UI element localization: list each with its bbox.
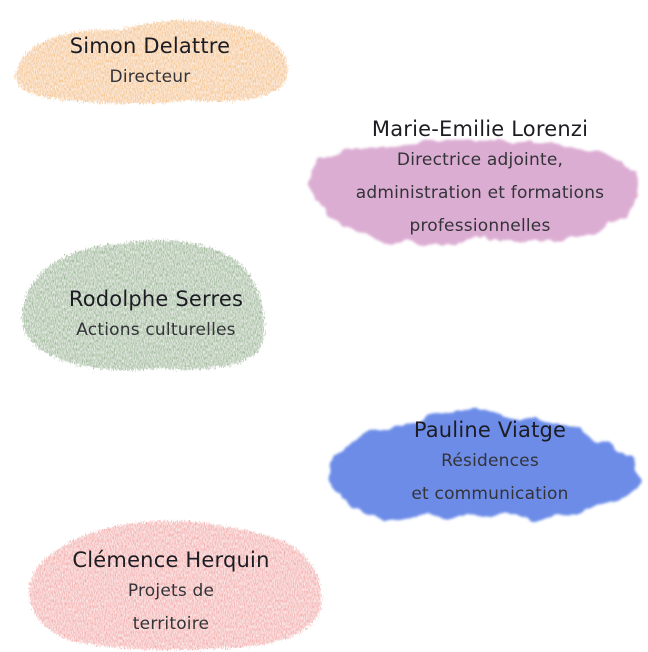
blob-pauline: [331, 410, 636, 519]
blob-marie: [311, 139, 641, 245]
person-name: Rodolphe Serres: [68, 287, 244, 311]
person-card-clemence: Clémence Herquin Projets de territoire: [40, 545, 302, 641]
person-role: Projets de territoire: [40, 575, 302, 641]
person-role: Directeur: [30, 61, 270, 94]
role-line: professionnelles: [409, 216, 551, 236]
person-name: Marie-Emilie Lorenzi: [371, 117, 589, 141]
blob-clemence: [29, 521, 322, 650]
role-line: et communication: [411, 484, 569, 504]
person-card-rodolphe: Rodolphe Serres Actions culturelles: [36, 284, 276, 347]
role-line: Directeur: [109, 67, 191, 87]
role-line: Résidences: [441, 451, 539, 471]
role-line: Actions culturelles: [76, 320, 236, 340]
role-line: territoire: [132, 614, 210, 634]
blob-rodolphe: [22, 240, 265, 370]
role-line: Projets de: [127, 581, 215, 601]
role-line: administration et formations: [355, 183, 605, 203]
person-role: Directrice adjointe, administration et f…: [322, 144, 638, 243]
person-name: Pauline Viatge: [413, 418, 567, 442]
person-card-simon: Simon Delattre Directeur: [30, 31, 270, 94]
person-card-marie: Marie-Emilie Lorenzi Directrice adjointe…: [322, 114, 638, 243]
person-role: Résidences et communication: [360, 445, 620, 511]
blob-simon: [15, 20, 288, 104]
person-name: Clémence Herquin: [72, 548, 270, 572]
person-role: Actions culturelles: [36, 314, 276, 347]
person-name: Simon Delattre: [69, 34, 231, 58]
role-line: Directrice adjointe,: [396, 150, 564, 170]
person-card-pauline: Pauline Viatge Résidences et communicati…: [360, 415, 620, 511]
